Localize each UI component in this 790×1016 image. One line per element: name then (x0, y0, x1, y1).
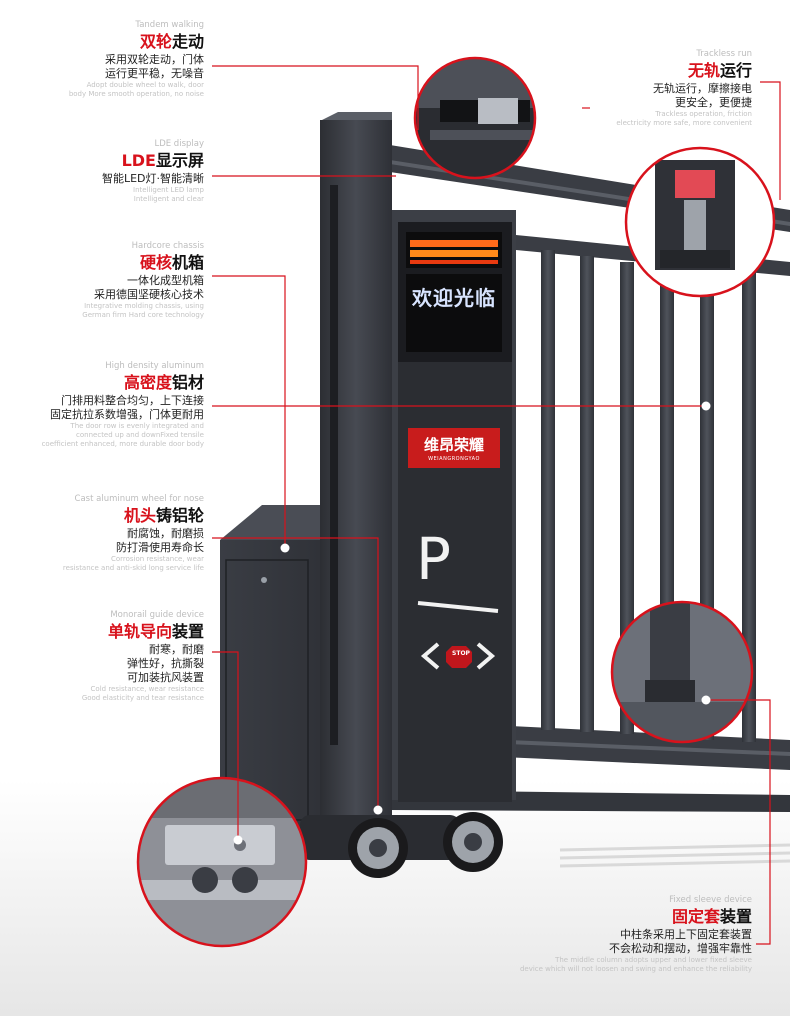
feature-sub-line: electricity more safe, more convenient (616, 119, 752, 127)
detail-trackless (624, 146, 776, 298)
feature-sub-line: Cold resistance, wear resistance (90, 685, 204, 693)
feature-sub-line: Intelligent and clear (133, 195, 204, 203)
gate-post (320, 112, 392, 825)
stop-octagon (446, 646, 472, 668)
feature-en-title: High density aluminum (105, 361, 204, 371)
feature-title-highlight: 高密度 (123, 373, 172, 392)
stop-sign-text: STOP (452, 650, 470, 657)
wheel-right (443, 812, 503, 872)
feature-cast-aluminum-wheel: Cast aluminum wheel for nose 机头铸铝轮 耐腐蚀，耐… (20, 493, 204, 573)
parking-sign: P (416, 525, 451, 593)
feature-desc-line: 弹性好，抗撕裂 (127, 657, 204, 670)
feature-title-rest: 装置 (171, 622, 204, 641)
feature-en-title: Trackless run (696, 49, 752, 59)
feature-desc-line: 采用双轮走动，门体 (105, 53, 204, 66)
feature-sub-line: Adopt double wheel to walk, door (86, 81, 204, 89)
feature-desc-line: 固定抗拉系数增强，门体更耐用 (50, 408, 204, 421)
feature-desc-line: 耐腐蚀，耐磨损 (127, 527, 204, 540)
display-column (392, 210, 516, 802)
feature-desc-line: 中柱条采用上下固定套装置 (620, 928, 752, 941)
brand-logo-subtext: WEIANGRONGYAO (428, 456, 480, 462)
feature-desc-line: 智能LED灯·智能清晰 (101, 172, 204, 185)
feature-fixed-sleeve: Fixed sleeve device 固定套装置 中柱条采用上下固定套装置 不… (470, 894, 752, 974)
feature-desc-line: 不会松动和摆动，增强牢靠性 (609, 942, 752, 955)
feature-lde-display: LDE display LDE显示屏 智能LED灯·智能清晰 Intellige… (20, 138, 204, 204)
feature-title-highlight: 固定套 (671, 907, 720, 926)
feature-desc-line: 耐寒，耐磨 (149, 643, 204, 656)
feature-title-highlight: 硬核 (139, 253, 172, 272)
feature-title-rest: 走动 (171, 32, 204, 51)
feature-desc-line: 防打滑使用寿命长 (116, 541, 204, 554)
feature-sub-line: body More smooth operation, no noise (68, 90, 204, 98)
feature-title-rest: 机箱 (171, 253, 204, 272)
feature-sub-line: Trackless operation, friction (655, 110, 752, 118)
crosswalk-stripes (559, 843, 790, 868)
feature-desc-line: 运行更平稳，无噪音 (105, 67, 204, 80)
feature-desc-line: 一体化成型机箱 (127, 274, 204, 287)
feature-title: 高密度铝材 (4, 372, 204, 394)
feature-sub-line: Corrosion resistance, wear (110, 555, 204, 563)
feature-title: 硬核机箱 (20, 252, 204, 274)
feature-title-rest: 运行 (719, 61, 752, 80)
brand-logo-text: 维昂荣耀 (423, 436, 484, 454)
feature-sub-line: The middle column adopts upper and lower… (555, 956, 752, 964)
feature-title: 双轮走动 (20, 31, 204, 53)
feature-sub-line: Good elasticity and tear resistance (81, 694, 204, 702)
feature-title-highlight: 双轮 (139, 32, 172, 51)
feature-desc-line: 采用德国坚硬核心技术 (94, 288, 204, 301)
callout-lines (212, 65, 781, 945)
feature-title-rest: 铸铝轮 (155, 506, 204, 525)
feature-sub-line: Integrative molding chassis, using (84, 302, 204, 310)
feature-title-rest: 显示屏 (155, 151, 204, 170)
detail-fixed-sleeve (610, 600, 754, 744)
feature-title: LDE显示屏 (20, 150, 204, 172)
feature-sub-line: resistance and anti-skid long service li… (62, 564, 204, 572)
led-bar (410, 240, 498, 264)
feature-monorail-guide: Monorail guide device 单轨导向装置 耐寒，耐磨 弹性好，抗… (20, 609, 204, 703)
feature-sub-line: coefficient enhanced, more durable door … (41, 440, 204, 448)
feature-title: 固定套装置 (470, 906, 752, 928)
feature-sub-line: German firm Hard core technology (82, 311, 204, 319)
feature-title: 机头铸铝轮 (20, 505, 204, 527)
feature-title-highlight: 机头 (123, 506, 156, 525)
direction-arrows (420, 642, 496, 670)
gate-vertical-bars (541, 250, 756, 742)
feature-desc-line: 可加装抗风装置 (127, 671, 204, 684)
feature-en-title: Tandem walking (135, 20, 204, 30)
feature-en-title: Cast aluminum wheel for nose (74, 494, 204, 504)
feature-en-title: Monorail guide device (110, 610, 204, 620)
feature-sub-line: Intelligent LED lamp (133, 186, 204, 194)
feature-en-title: Fixed sleeve device (669, 895, 752, 905)
detail-monorail (136, 776, 308, 948)
feature-title: 无轨运行 (588, 60, 752, 82)
feature-desc-line: 门排用料整合均匀，上下连接 (61, 394, 204, 407)
feature-en-title: Hardcore chassis (131, 241, 204, 251)
feature-title-highlight: LDE (121, 151, 156, 170)
feature-title: 单轨导向装置 (20, 621, 204, 643)
led-welcome-text: 欢迎光临 (412, 286, 496, 310)
feature-title-rest: 铝材 (171, 373, 204, 392)
callout-dots (233, 401, 711, 845)
detail-tandem-wheels (413, 56, 537, 180)
feature-title-highlight: 单轨导向 (107, 622, 172, 641)
feature-en-title: LDE display (154, 139, 204, 149)
feature-desc-line: 无轨运行，摩擦接电 (653, 82, 752, 95)
feature-desc-line: 更安全，更便捷 (675, 96, 752, 109)
wheel-left (300, 815, 460, 878)
feature-sub-line: device which will not loosen and swing a… (519, 965, 752, 973)
feature-sub-line: connected up and downFixed tensile (76, 431, 204, 439)
feature-title-rest: 装置 (719, 907, 752, 926)
feature-high-density-aluminum: High density aluminum 高密度铝材 门排用料整合均匀，上下连… (4, 360, 204, 449)
feature-tandem-walking: Tandem walking 双轮走动 采用双轮走动，门体 运行更平稳，无噪音 … (20, 19, 204, 99)
feature-trackless-run: Trackless run 无轨运行 无轨运行，摩擦接电 更安全，更便捷 Tra… (588, 48, 752, 128)
feature-sub-line: The door row is evenly integrated and (70, 422, 204, 430)
feature-hardcore-chassis: Hardcore chassis 硬核机箱 一体化成型机箱 采用德国坚硬核心技术… (20, 240, 204, 320)
feature-title-highlight: 无轨 (687, 61, 720, 80)
